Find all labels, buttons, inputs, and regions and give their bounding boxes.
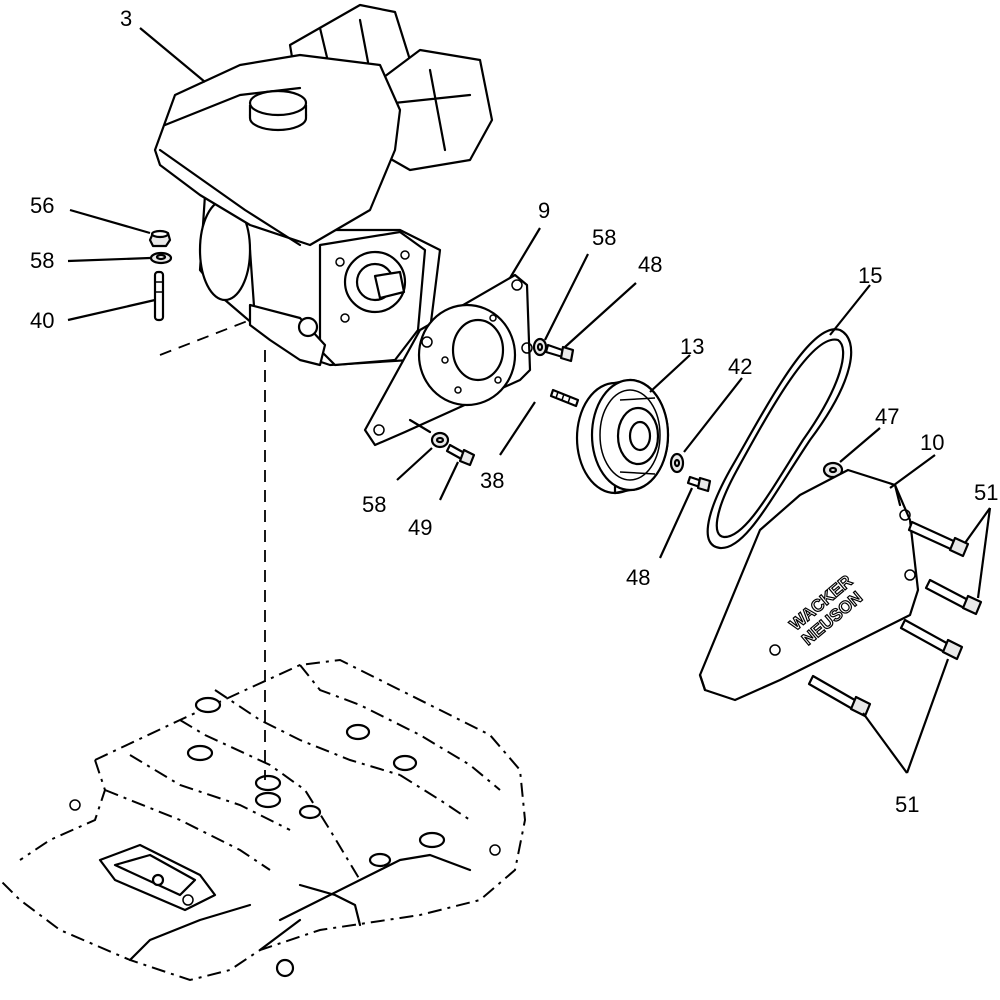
screw-49	[445, 443, 476, 467]
callout-56: 56	[30, 193, 54, 218]
adapter-plate	[363, 273, 533, 447]
leader-lines	[67, 27, 992, 774]
screw-48-lower	[686, 475, 712, 493]
screw-line-lower	[408, 418, 432, 434]
callout-42: 42	[728, 354, 752, 379]
engine-assembly	[153, 3, 494, 367]
callout-51-lower: 51	[895, 792, 919, 817]
screw-48-upper	[544, 343, 575, 363]
washer-42	[669, 452, 685, 474]
bolt-51-a	[907, 520, 970, 558]
v-belt	[706, 328, 853, 550]
callout-15: 15	[858, 263, 882, 288]
callout-48-lower: 48	[626, 565, 650, 590]
callout-58-left: 58	[30, 248, 54, 273]
bolt-51-c	[899, 618, 964, 661]
bolt-51-b	[924, 578, 983, 616]
stud-40	[153, 270, 165, 322]
callout-47: 47	[875, 404, 899, 429]
alignment-line-stud	[159, 319, 251, 356]
mounting-boss	[186, 696, 446, 868]
callout-13: 13	[680, 334, 704, 359]
key-38	[549, 388, 580, 408]
callout-51-upper: 51	[974, 480, 998, 505]
belt-guard: WACKER NEUSON	[698, 468, 920, 702]
callout-10: 10	[920, 430, 944, 455]
lock-washer-58-upper	[532, 337, 548, 357]
bolt-51-d	[807, 674, 872, 718]
callout-38: 38	[480, 468, 504, 493]
callout-48-upper: 48	[638, 252, 662, 277]
lock-washer-58-lower	[430, 431, 450, 449]
callout-3: 3	[120, 6, 132, 31]
callout-58-lower: 58	[362, 492, 386, 517]
base-plate	[0, 658, 527, 982]
callout-58-upper: 58	[592, 225, 616, 250]
lock-washer-58-left	[149, 251, 173, 265]
callout-49: 49	[408, 515, 432, 540]
clutch-pulley	[575, 378, 670, 495]
callout-40: 40	[30, 308, 54, 333]
nut-56	[148, 229, 172, 248]
callout-9: 9	[538, 198, 550, 223]
callouts: 3 56 58 40 9 58 48 15 13 42 47 10 51 38 …	[30, 6, 998, 817]
